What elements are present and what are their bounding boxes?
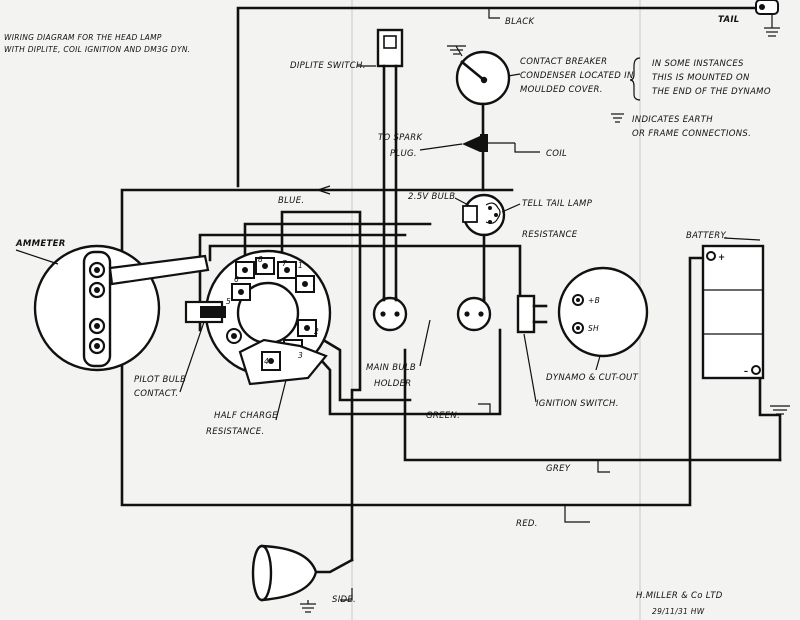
tell-tail-label-2: RESISTANCE: [522, 230, 578, 240]
earth-legend-icon: [611, 113, 624, 123]
note-line-3: THE END OF THE DYNAMO: [652, 87, 771, 97]
earth-legend-line-2: OR FRAME CONNECTIONS.: [632, 129, 751, 139]
tell-tail-leader: [501, 203, 521, 213]
ignition-leader: [523, 333, 537, 403]
pilot-bulb-label-1: PILOT BULB: [134, 375, 186, 385]
contact-breaker-label-2: CONDENSER LOCATED IN: [520, 71, 634, 81]
terminal-7: 7: [282, 259, 287, 268]
battery-earth-wire: [758, 378, 782, 462]
terminal-3: 3: [298, 351, 303, 360]
ammeter-leader: [15, 249, 59, 265]
terminal-8: 8: [258, 255, 263, 264]
spark-plug-label-2: PLUG.: [390, 149, 417, 159]
pilot-bulb-label-2: CONTACT.: [134, 389, 178, 399]
earth-legend-line-1: INDICATES EARTH: [632, 115, 713, 125]
battery-label: BATTERY.: [686, 231, 728, 241]
tail-lamp: [755, 0, 780, 37]
blue-label: BLUE.: [278, 196, 304, 206]
dynamo-sh-terminal: SH: [588, 324, 599, 333]
terminal-1: 1: [298, 261, 303, 270]
blue-wire-arrow: [317, 185, 331, 195]
note-brace: [629, 57, 641, 101]
coil-label: COIL: [546, 149, 567, 159]
terminal-6: 6: [234, 275, 239, 284]
terminal-5: 5: [226, 297, 231, 306]
half-charge-label-1: HALF CHARGE: [214, 411, 278, 421]
tell-tail-lamp: [462, 193, 506, 302]
spark-plug-label-1: TO SPARK: [378, 133, 424, 143]
battery-plus: +: [718, 253, 725, 263]
lighting-switch: [184, 249, 332, 386]
red-wire-arrow: [564, 505, 590, 523]
dynamo-b-terminal: +B: [588, 296, 600, 305]
grey-wire: [403, 348, 782, 462]
contact-breaker-leader: [507, 73, 521, 77]
tell-tail-label-1: TELL TAIL LAMP: [522, 199, 593, 209]
main-bulb-label-2: HOLDER: [374, 379, 411, 389]
diplite-switch: [376, 28, 404, 302]
outer-frame-wire-bottom: [120, 256, 705, 507]
ammeter-label: AMMETER: [15, 239, 66, 249]
contact-breaker-label-1: CONTACT BREAKER: [520, 57, 607, 67]
grey-label: GREY: [546, 464, 571, 474]
dynamo: [557, 266, 649, 358]
diagram-title-line2: WITH DIPLITE, COIL IGNITION AND DM3G DYN…: [4, 45, 190, 54]
side-arrow: [340, 588, 353, 601]
grey-wire-arrow: [597, 460, 610, 473]
blue-wire: [198, 233, 407, 332]
red-label: RED.: [516, 519, 538, 529]
battery-leader: [723, 237, 761, 241]
spark-plug-leader: [419, 143, 463, 151]
drawing-ref: 29/11/31 HW: [652, 607, 705, 616]
maker-label: H.MILLER & Co LTD: [636, 591, 723, 601]
battery: [701, 244, 790, 415]
black-wire: [236, 6, 757, 188]
diplite-switch-label: DIPLITE SWITCH.: [290, 61, 366, 71]
battery-minus: –: [744, 367, 749, 377]
green-wire-arrow: [478, 403, 491, 414]
ignition-switch: [456, 294, 548, 334]
harness-wire: [208, 244, 522, 332]
diagram-title-line1: WIRING DIAGRAM FOR THE HEAD LAMP: [4, 33, 162, 42]
tail-label: TAIL: [718, 15, 740, 25]
black-wire-arrow: [488, 8, 500, 19]
harness-wire-3: [280, 210, 362, 562]
side-lamp: [251, 544, 354, 613]
contact-breaker: [447, 45, 511, 192]
harness-wire-2: [243, 222, 432, 264]
main-bulb-label-1: MAIN BULB: [366, 363, 416, 373]
ignition-switch-label: IGNITION SWITCH.: [536, 399, 619, 409]
dynamo-label: DYNAMO & CUT-OUT: [546, 373, 639, 383]
pilot-bulb-leader: [179, 321, 205, 393]
main-bulb-feed: [313, 333, 412, 402]
bulb-25v-leader: [454, 197, 471, 207]
ammeter: [33, 244, 210, 372]
terminal-2: 2: [314, 327, 319, 336]
dynamo-leader: [595, 355, 601, 371]
coil: [462, 134, 540, 153]
black-label: BLACK: [505, 17, 536, 27]
bulb-25v-label: 2.5V BULB: [408, 192, 455, 202]
note-line-2: THIS IS MOUNTED ON: [652, 73, 750, 83]
main-bulb-leader: [419, 319, 431, 367]
green-label: GREEN.: [426, 411, 460, 421]
note-line-1: IN SOME INSTANCES: [652, 59, 744, 69]
half-charge-leader: [275, 379, 287, 421]
green-wire: [310, 328, 502, 416]
terminal-4: 4: [264, 357, 269, 366]
half-charge-label-2: RESISTANCE.: [206, 427, 264, 437]
contact-breaker-label-3: MOULDED COVER.: [520, 85, 603, 95]
main-bulb-holder: [372, 296, 408, 332]
